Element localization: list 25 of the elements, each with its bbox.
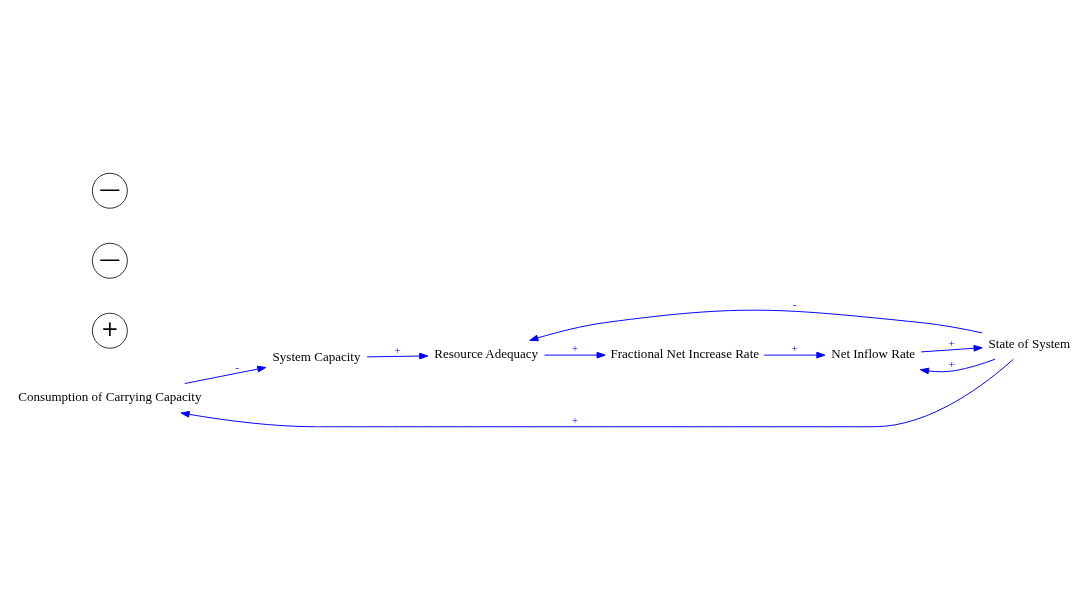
arrow xyxy=(180,358,1014,427)
node-text: Resource Adequacy xyxy=(434,345,539,361)
node-text: Consumption of Carrying Capacity xyxy=(18,388,202,404)
arrow xyxy=(366,352,429,359)
arrow xyxy=(920,344,983,352)
label: + xyxy=(100,315,119,341)
node-text: State of System xyxy=(988,335,1071,351)
arrow xyxy=(763,351,826,358)
arrow xyxy=(544,351,606,358)
node-text: Net Inflow Rate xyxy=(831,345,916,361)
edge-label: + xyxy=(571,341,579,354)
node-text: System Capacity xyxy=(272,348,361,364)
edge-label: + xyxy=(571,413,579,426)
edge-label: - xyxy=(235,360,240,373)
label: — xyxy=(99,175,121,201)
arrow xyxy=(184,365,267,384)
edge-label: - xyxy=(792,297,797,310)
edge-label: + xyxy=(948,357,955,369)
arrow xyxy=(529,309,983,341)
arrow xyxy=(919,358,996,374)
label: — xyxy=(99,245,121,271)
edge-label: + xyxy=(948,336,955,349)
edge-label: + xyxy=(394,343,401,356)
node-text: Fractional Net Increase Rate xyxy=(610,345,760,361)
edge-label: + xyxy=(791,341,798,354)
